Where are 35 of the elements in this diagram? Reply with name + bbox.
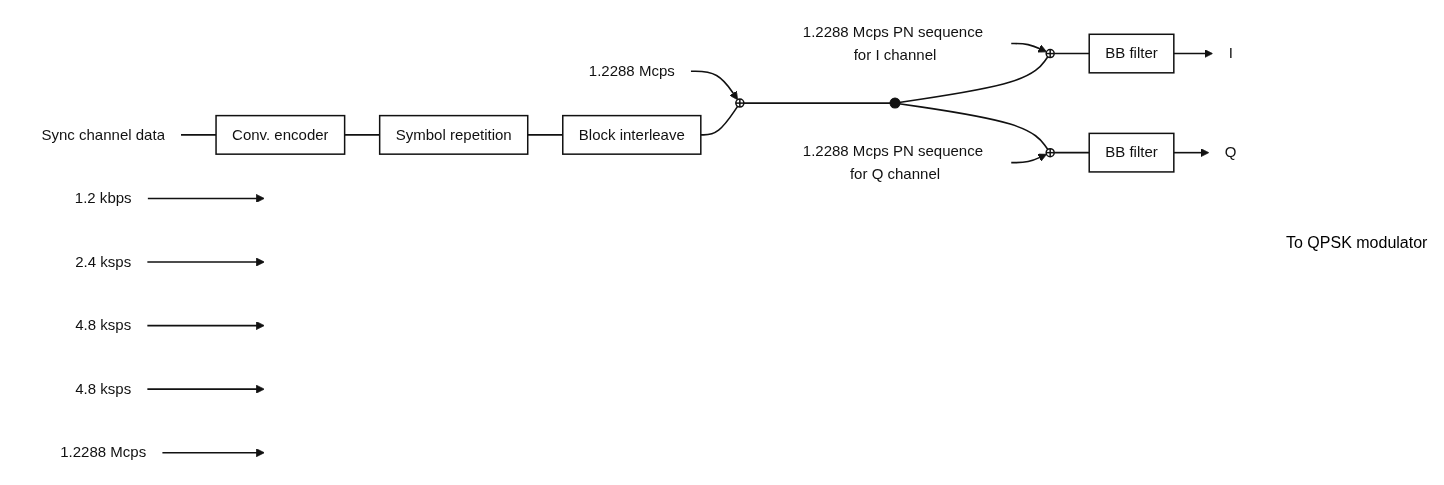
connector <box>700 105 739 136</box>
arrow <box>690 70 738 101</box>
node-box: BB filter <box>1088 33 1175 74</box>
node-text: 1.2288 Mcps PN sequence for I channel <box>802 23 984 63</box>
node-text: 1.2288 Mcps <box>60 443 147 461</box>
arrow <box>146 384 265 394</box>
node-text: Q <box>1224 143 1237 161</box>
connector <box>898 56 1049 104</box>
connector <box>743 102 892 104</box>
node-text: 2.4 ksps <box>75 252 132 270</box>
arrow <box>1010 42 1047 53</box>
connector <box>180 134 217 136</box>
node-box: Conv. encoder <box>215 114 346 155</box>
node-text: 4.8 ksps <box>75 379 132 397</box>
connector <box>1053 52 1090 55</box>
note-label: To QPSK modulator <box>1286 233 1429 252</box>
arrow <box>1010 153 1047 164</box>
node-text: 4.8 ksps <box>75 316 132 334</box>
node-text: I <box>1228 44 1233 62</box>
node-box: Block interleave <box>562 114 702 155</box>
arrow <box>1173 148 1210 158</box>
arrow <box>161 448 265 458</box>
arrow <box>146 257 265 267</box>
node-box: BB filter <box>1088 132 1175 173</box>
node-dot <box>889 97 901 109</box>
node-text: 1.2288 Mcps <box>588 62 675 80</box>
arrow <box>146 194 265 203</box>
node-text: Sync channel data <box>41 125 165 143</box>
arrow <box>146 321 265 330</box>
connector <box>1053 151 1090 154</box>
node-text: 1.2 kbps <box>74 189 132 207</box>
node-text: 1.2288 Mcps PN sequence for Q channel <box>802 142 984 182</box>
arrow <box>1173 49 1213 58</box>
connector <box>898 102 1049 151</box>
node-box: Symbol repetition <box>378 114 529 155</box>
